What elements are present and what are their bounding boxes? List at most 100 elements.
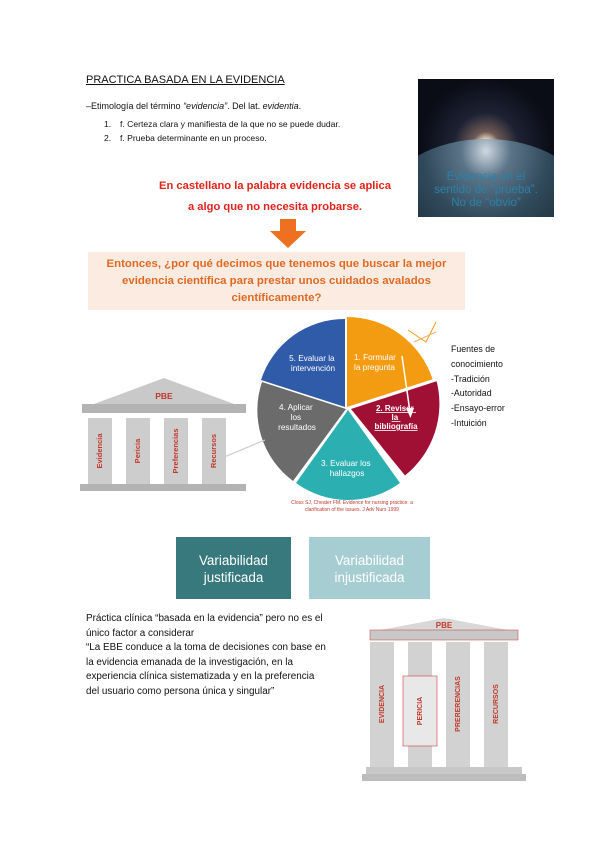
segment-label: intervención — [291, 364, 336, 373]
definition-number: 1. — [104, 119, 112, 129]
etymology-middle: . Del lat. — [227, 101, 263, 111]
box-line: Variabilidad — [335, 553, 404, 568]
page-title: PRACTICA BASADA EN LA EVIDENCIA — [86, 74, 285, 86]
image-caption-line: Evidencia en el — [446, 170, 526, 183]
column-label: PERICIA — [417, 697, 424, 725]
temple-column — [126, 418, 150, 484]
segment-review-bibliography — [351, 381, 440, 476]
temple-base — [80, 484, 246, 491]
sources-line: -Ensayo-error — [451, 403, 505, 414]
segment-label: 3. Evaluar los — [321, 459, 371, 468]
box-line: injustificada — [334, 570, 405, 585]
column-highlight — [402, 675, 438, 747]
earth-horizon — [418, 139, 554, 217]
segment-label: 4. Aplicar — [279, 403, 313, 412]
unjustified-variability-box: Variabilidad injustificada — [309, 537, 430, 599]
temple-beam — [369, 629, 519, 641]
svg-text:5. Evaluar la intervención: 5. Evaluar la intervención — [289, 354, 337, 373]
column-label: RECURSOS — [493, 684, 500, 724]
column-label: Evidencia — [95, 433, 104, 469]
etymology-line: –Etimología del término “evidencia”. Del… — [86, 101, 301, 111]
segment-label: hallazgos — [330, 469, 365, 478]
temple-column — [370, 642, 394, 767]
image-caption-line: sentido de “prueba”. — [434, 183, 538, 196]
svg-text:1. Formular la pregunta: 1. Formular la pregunta — [354, 353, 398, 372]
pointer-line — [413, 331, 437, 343]
definition-text: f. Prueba determinante en un proceso. — [120, 133, 267, 143]
segment-label: 2. Revisar — [376, 404, 414, 413]
question-box: Entonces, ¿por qué decimos que tenemos q… — [88, 252, 465, 310]
definition-text: f. Certeza clara y manifiesta de la que … — [120, 119, 341, 129]
etymology-term: “evidencia” — [183, 101, 228, 111]
segment-label: 1. Formular — [354, 353, 396, 362]
image-caption: Evidencia en el sentido de “prueba”. No … — [418, 170, 554, 209]
column-label: PRERERENCIAS — [455, 676, 462, 732]
temple-base — [366, 767, 522, 774]
temple-beam — [82, 404, 246, 413]
paragraph-line: la evidencia emanada de la investigación… — [86, 656, 293, 668]
segment-label: los — [291, 413, 301, 422]
definition-number: 2. — [104, 133, 112, 143]
column-label: Preferencias — [171, 428, 180, 473]
temple-column — [484, 642, 508, 767]
svg-text:2. Revisar la bibliogr: 2. Revisar la bibliografía — [374, 404, 418, 431]
pointer-arrow-head — [406, 408, 414, 418]
pbe-temple-diagram-right: PBE EVIDENCIA PERICIA PRERERENCIAS RECUR… — [362, 618, 526, 781]
temple-column — [88, 418, 112, 484]
segment-formulate-question — [347, 317, 433, 407]
segment-apply-results — [257, 382, 346, 481]
box-line: Variabilidad — [199, 553, 268, 568]
question-line: evidencia científica para prestar unos c… — [122, 275, 431, 287]
paragraph-line: único factor a considerar — [86, 627, 195, 639]
temple-column — [446, 642, 470, 767]
sunrise-earth-image: Evidencia en el sentido de “prueba”. No … — [418, 79, 554, 217]
red-statement-line: a algo que no necesita probarse. — [187, 201, 363, 213]
column-label: Pericia — [133, 438, 142, 463]
image-caption-line: No de “obvio” — [451, 196, 521, 209]
segment-evaluate-findings — [296, 410, 400, 501]
temple-label: PBE — [155, 391, 173, 401]
segment-label: 5. Evaluar la — [289, 354, 335, 363]
etymology-prefix: –Etimología del término — [86, 101, 184, 111]
sources-line: -Intuición — [451, 417, 487, 428]
etymology-latin: evidentia — [262, 101, 299, 111]
question-line: Entonces, ¿por qué decimos que tenemos q… — [106, 258, 447, 270]
definition-item: 1. f. Certeza clara y manifiesta de la qu… — [104, 117, 340, 131]
temple-roof — [94, 378, 234, 404]
citation: Closs SJ, Cheater FM. Evidence for nursi… — [262, 500, 442, 514]
paragraph-line: “La EBE conduce a la toma de decisiones … — [86, 642, 326, 653]
citation-line: clarification of the issues. J Adv Nurs … — [305, 507, 399, 513]
svg-text:4. Aplicar los resulta: 4. Aplicar los resultados — [278, 403, 316, 432]
temple-roof — [380, 618, 508, 630]
temple-label: PBE — [436, 621, 453, 630]
pointer-arrow — [401, 355, 411, 413]
box-line: justificada — [203, 570, 264, 585]
justified-variability-box: Variabilidad justificada — [176, 537, 291, 599]
evidence-cycle-diagram: 1. Formular la pregunta 2. Revisar la bi… — [257, 317, 440, 501]
red-statement-line: En castellano la palabra evidencia se ap… — [159, 180, 391, 192]
segment-label: resultados — [278, 423, 316, 432]
paragraph-line: experiencia clínica sistematizada y en l… — [86, 671, 315, 682]
pbe-temple-diagram-left: PBE Evidencia Pericia Preferencias Recur… — [80, 378, 266, 491]
column-label: Recursos — [209, 434, 218, 468]
etymology-end: . — [298, 101, 302, 111]
temple-column — [202, 418, 226, 484]
column-label: EVIDENCIA — [379, 685, 386, 723]
pointer-line — [407, 321, 437, 343]
question-line: científicamente? — [231, 292, 322, 304]
knowledge-sources-list: Fuentes de conocimiento -Tradición -Auto… — [451, 342, 505, 431]
down-arrow-icon — [270, 219, 306, 248]
paragraph-line: Práctica clínica “basada en la evidencia… — [86, 613, 323, 624]
definition-list: 1. f. Certeza clara y manifiesta de la qu… — [104, 117, 340, 145]
paragraph-line: del usuario como persona única y singula… — [86, 685, 275, 697]
temple-column — [164, 418, 188, 484]
temple-base — [362, 774, 526, 781]
ebe-paragraph: Práctica clínica “basada en la evidencia… — [86, 612, 356, 699]
definition-item: 2. f. Prueba determinante en un proceso. — [104, 131, 340, 145]
svg-text:3. Evaluar los hallazgos: 3. Evaluar los hallazgos — [321, 459, 373, 478]
citation-line: Closs SJ, Cheater FM. Evidence for nursi… — [291, 500, 413, 506]
sources-line: -Tradición — [451, 373, 490, 384]
segment-label: la — [392, 413, 399, 422]
segment-evaluate-intervention — [261, 318, 345, 407]
sources-line: Fuentes de — [451, 344, 496, 354]
